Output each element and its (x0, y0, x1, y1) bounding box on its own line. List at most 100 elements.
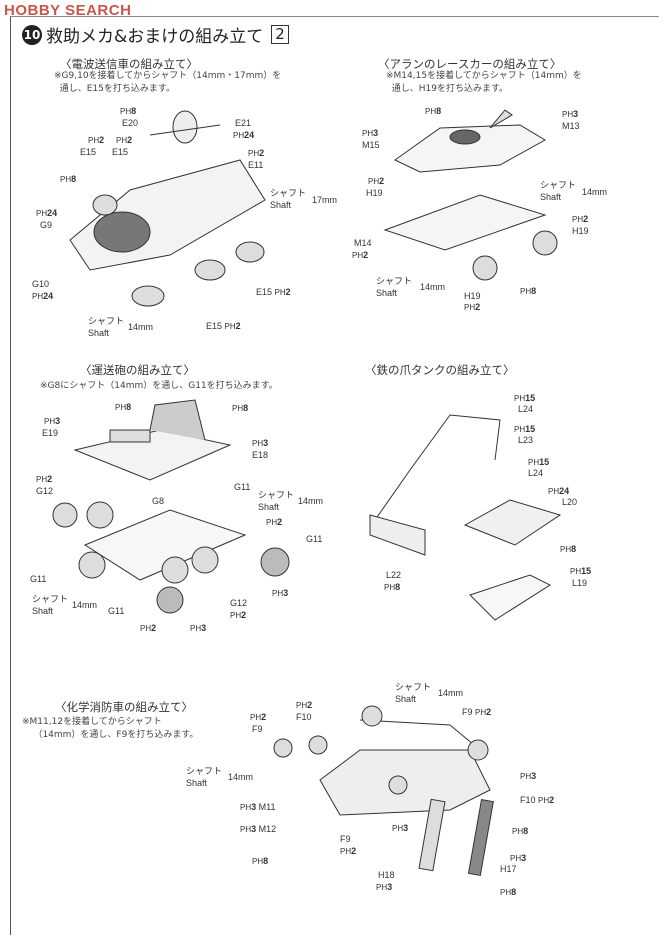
part-ref-badge: PH8 (115, 402, 131, 413)
part-ref-runner: PH (425, 107, 437, 116)
part-ref-badge: PH15 (514, 424, 535, 435)
part-ref-number: 3 (403, 823, 409, 833)
part-label: L24 (528, 468, 544, 478)
part-ref-runner: PH (60, 175, 72, 184)
part-ref-runner: PH (190, 624, 202, 633)
part-ref-number: 8 (263, 856, 269, 866)
part-ref-runner: PH (272, 589, 284, 598)
part-ref-runner: PH (32, 292, 44, 301)
part-label: G11 (30, 574, 47, 584)
part-label: H19 (572, 226, 589, 236)
part-ref-runner: PH (560, 545, 572, 554)
part-ref-badge: PH3 (190, 623, 206, 634)
section-note: ※G8にシャフト（14mm）を通し、G11を打ち込みます。 (40, 381, 278, 391)
part-ref-runner: PH (240, 803, 252, 812)
part-ref-badge: PH8 (120, 106, 136, 117)
part-ref-runner: PH (36, 209, 48, 218)
part-ref-badge: PH3 (252, 438, 268, 449)
part-label: 14mm (582, 187, 608, 197)
part-ref-runner: PH (384, 583, 396, 592)
part-ref-number: 2 (277, 517, 283, 527)
part-ref-badge: PH24 (32, 291, 53, 302)
part-label: シャフト (540, 180, 577, 190)
part-ref-runner: PH (528, 458, 540, 467)
part-ref-number: 2 (47, 474, 53, 484)
part-code: F10 (520, 795, 536, 805)
part-label: シャフト (395, 682, 432, 692)
part-ref-number: 2 (259, 148, 265, 158)
page-frame (10, 16, 659, 935)
part-label: L24 (518, 404, 534, 414)
part-label: M13 (562, 121, 580, 131)
part-label: Shaft (376, 288, 398, 298)
part-ref-badge: PH3 (362, 128, 378, 139)
part-label: G12 (36, 486, 54, 496)
section-title: 〈アランのレースカーの組み立て〉 (378, 57, 562, 71)
part-label: G8 (152, 496, 165, 506)
part-ref-number: 3 (531, 771, 537, 781)
part-ref-number: 2 (151, 623, 157, 633)
part-label: シャフト (270, 188, 307, 198)
part-ref-runner: PH (500, 888, 512, 897)
part-ref-badge: PH2 (140, 623, 156, 634)
part-label: E15 PH2 (256, 287, 291, 298)
part-ref-runner: PH (510, 854, 522, 863)
part-ref-number: 8 (126, 402, 132, 412)
part-label: E15 (80, 147, 97, 157)
watermark: HOBBY SEARCH (4, 2, 132, 19)
part-label: G9 (40, 220, 53, 230)
part-ref-runner: PH (233, 131, 245, 140)
part-label: シャフト (376, 276, 413, 286)
part-ref-number: 3 (283, 588, 289, 598)
part-ref-number: 8 (511, 887, 517, 897)
part-ref-runner: PH (514, 425, 526, 434)
part-label: 14mm (420, 282, 446, 292)
part-ref-badge: PH8 (560, 544, 576, 555)
part-ref-runner: PH (570, 567, 582, 576)
part-ref-badge: PH8 (252, 856, 268, 867)
part-ref-runner: PH (115, 403, 127, 412)
part-label: Shaft (270, 200, 292, 210)
part-ref-runner: PH (340, 847, 352, 856)
part-ref-number: 3 (201, 623, 207, 633)
part-label: Shaft (186, 778, 208, 788)
part-label: F10 PH2 (520, 795, 554, 806)
section-note: ※M11,12を接着してからシャフト （14mm）を通し、F9を打ち込みます。 (22, 717, 199, 740)
part-label: 14mm (72, 600, 98, 610)
part-ref-number: 8 (131, 106, 137, 116)
part-ref-badge: PH3 (376, 882, 392, 893)
part-label: シャフト (186, 766, 223, 776)
part-ref-number: 24 (559, 486, 570, 496)
part-label: PH3 M11 (240, 802, 276, 813)
step-page-box: 2 (271, 25, 289, 44)
part-ref-runner: PH (296, 701, 308, 710)
part-label: シャフト (258, 490, 295, 500)
part-label: E11 (248, 160, 264, 170)
part-code: F9 (462, 707, 473, 717)
part-ref-badge: PH24 (548, 486, 569, 497)
part-label: Shaft (258, 502, 280, 512)
part-ref-runner: PH (252, 857, 264, 866)
part-ref-badge: PH2 (572, 214, 588, 225)
part-label: 14mm (128, 322, 154, 332)
part-label: Shaft (540, 192, 562, 202)
part-ref-badge: PH3 (562, 109, 578, 120)
part-ref-number: 8 (395, 582, 401, 592)
part-label: H19 (366, 188, 383, 198)
part-label: Shaft (88, 328, 110, 338)
part-ref-runner: PH (232, 404, 244, 413)
part-ref-runner: PH (548, 487, 560, 496)
part-label: L19 (572, 578, 588, 588)
section-title: 〈電波送信車の組み立て〉 (60, 57, 198, 71)
part-label: 17mm (312, 195, 338, 205)
part-label: 14mm (298, 496, 324, 506)
part-label: M14 (354, 238, 372, 248)
part-ref-badge: PH2 (36, 474, 52, 485)
part-code: E15 (256, 287, 273, 297)
part-ref-badge: PH2 (88, 135, 104, 146)
section-title: 〈鉄の爪タンクの組み立て〉 (365, 363, 515, 377)
part-ref-number: 2 (549, 795, 555, 805)
part-label: G11 (306, 534, 323, 544)
part-label: E21 (235, 118, 252, 128)
part-label: G12 (230, 598, 248, 608)
